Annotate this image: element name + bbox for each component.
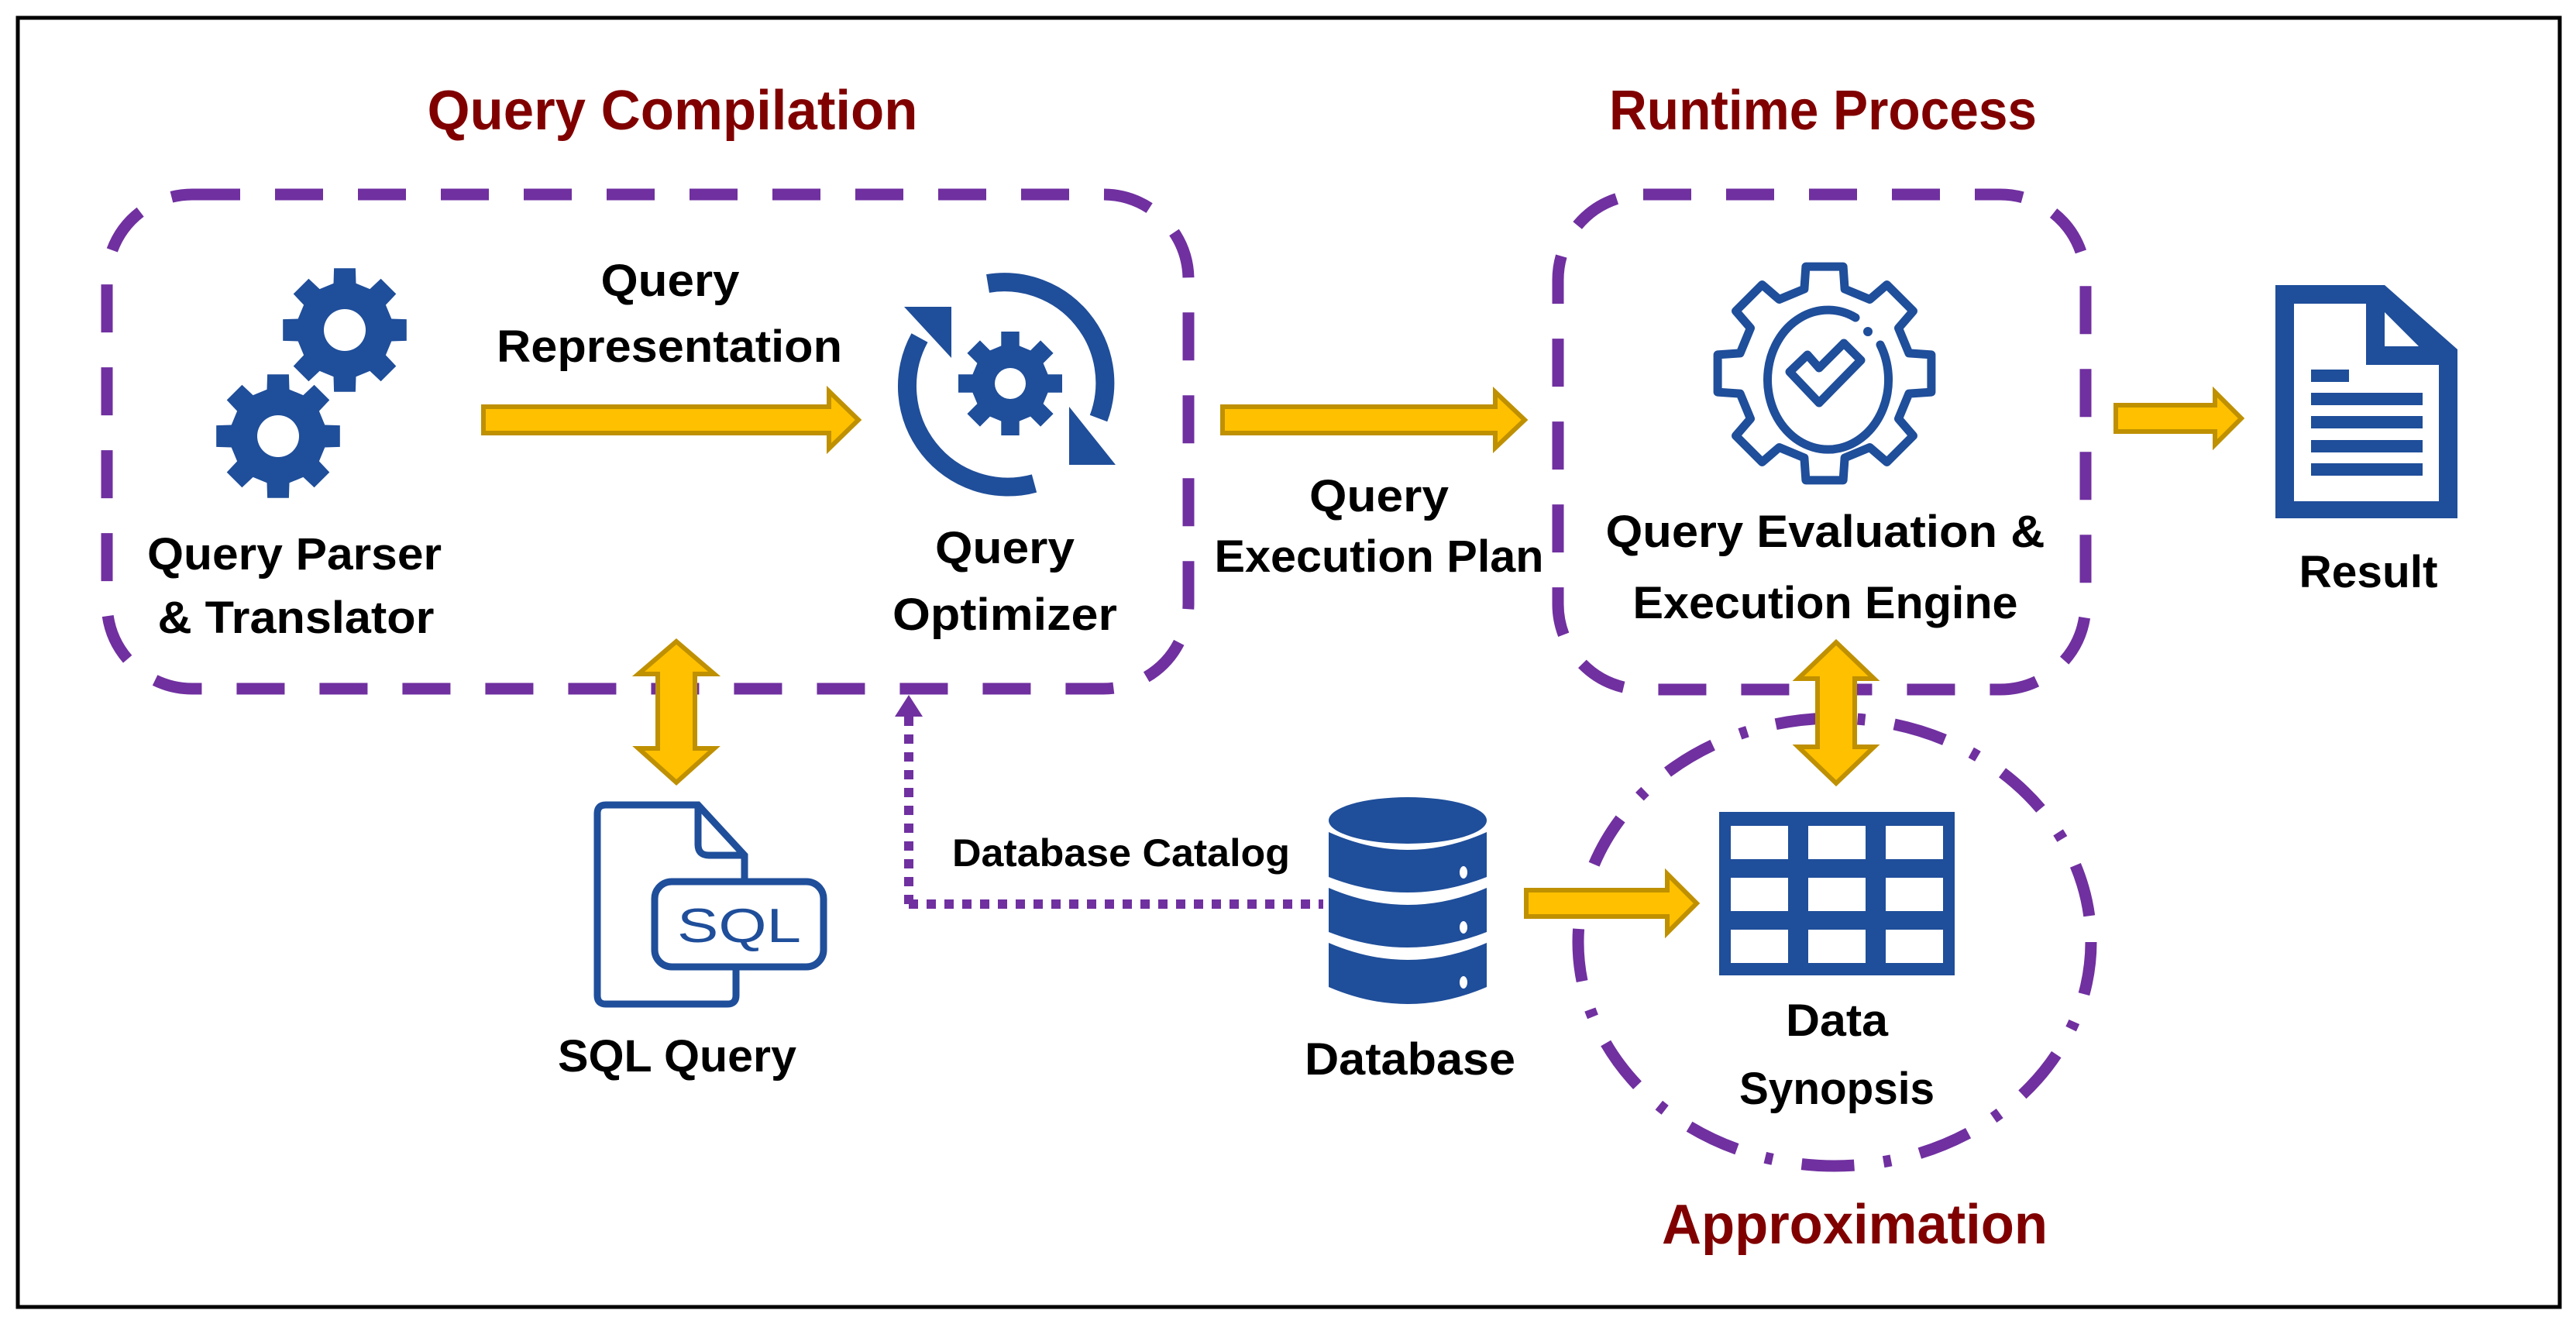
optimizer-label-line1: Query (935, 523, 1075, 573)
result-arrow (2113, 386, 2245, 451)
document-line-icon (2311, 463, 2423, 476)
representation-arrow (481, 385, 862, 455)
sql-badge-icon (651, 878, 827, 971)
table-cell-icon (1808, 826, 1866, 859)
database-catalog-label: Database Catalog (952, 831, 1290, 875)
refresh-arrowhead-right-icon (1069, 407, 1116, 465)
section-title-query-compilation: Query Compilation (428, 80, 918, 142)
database-label: Database (1305, 1034, 1515, 1085)
execution-plan-arrow (1220, 387, 1529, 453)
document-line-icon (2311, 416, 2423, 428)
database-disk-icon (1329, 888, 1487, 947)
document-outline-icon (2275, 285, 2457, 518)
representation-label-line1: Query (601, 256, 740, 306)
query-compilation-boundary (101, 188, 1195, 695)
database-disk-icon (1329, 832, 1487, 892)
gear-lower-icon (216, 374, 340, 498)
synopsis-engine-double-arrow (1792, 638, 1880, 787)
table-cell-icon (1808, 930, 1866, 963)
table-icon (1719, 812, 1955, 975)
refresh-arrowhead-left-icon (904, 307, 951, 358)
engine-label-line2: Execution Engine (1633, 578, 2018, 628)
engine-inner-ring-icon (1763, 305, 1893, 454)
document-icon (2275, 285, 2457, 518)
synopsis-label-line1: Data (1786, 996, 1889, 1046)
database-disk-icon (1329, 943, 1487, 1004)
database-to-synopsis-arrow (1524, 868, 1701, 939)
check-mark-icon (1785, 339, 1866, 408)
engine-gear-outline-icon (1713, 262, 1936, 485)
sql-file-fold-icon (694, 805, 745, 859)
table-cell-icon (1731, 826, 1788, 859)
result-label: Result (2299, 547, 2438, 597)
gear-upper-icon (283, 268, 407, 392)
execution-plan-label-line2: Execution Plan (1215, 531, 1544, 582)
database-icon (1329, 797, 1487, 1004)
representation-label-line2: Representation (497, 322, 842, 372)
gear-refresh-icon (897, 273, 1116, 497)
sql-badge-text: SQL (677, 899, 801, 953)
table-cell-icon (1808, 878, 1866, 911)
optimizer-label-line2: Optimizer (892, 590, 1117, 640)
table-cell-icon (1731, 930, 1788, 963)
table-cell-icon (1731, 878, 1788, 911)
refresh-arc-bottom-icon (897, 333, 1037, 497)
table-cell-icon (1886, 930, 1943, 963)
sql-compilation-double-arrow (631, 638, 721, 786)
sql-file-icon (593, 801, 827, 1008)
section-title-approximation: Approximation (1662, 1194, 2048, 1256)
table-cell-icon (1886, 878, 1943, 911)
refresh-arc-top-icon (986, 273, 1115, 422)
engine-ring-dot-icon (1863, 327, 1873, 336)
database-led-icon (1460, 921, 1467, 934)
parser-label-line2: & Translator (158, 593, 435, 643)
gear-check-icon (1713, 262, 1936, 485)
document-line-icon (2311, 393, 2423, 405)
catalog-arrowhead (895, 695, 923, 717)
document-line-icon (2311, 370, 2349, 382)
catalog-dotted-line (904, 717, 1323, 909)
gears-icon (216, 268, 407, 498)
runtime-process-boundary (1552, 188, 2092, 696)
database-led-icon (1460, 866, 1467, 879)
approximation-boundary (1572, 712, 2097, 1172)
optimizer-gear-icon (958, 332, 1062, 435)
parser-label-line1: Query Parser (147, 529, 442, 579)
execution-plan-label-line1: Query (1309, 471, 1449, 521)
table-cell-icon (1886, 826, 1943, 859)
section-title-runtime-process: Runtime Process (1609, 80, 2037, 142)
database-top-icon (1329, 797, 1487, 844)
database-led-icon (1460, 976, 1467, 989)
outer-frame (15, 15, 2562, 1309)
document-line-icon (2311, 440, 2423, 452)
synopsis-label-line2: Synopsis (1739, 1064, 1935, 1114)
sql-file-outline-icon (593, 801, 748, 1008)
engine-label-line1: Query Evaluation & (1606, 507, 2045, 557)
sql-query-label: SQL Query (558, 1031, 796, 1082)
